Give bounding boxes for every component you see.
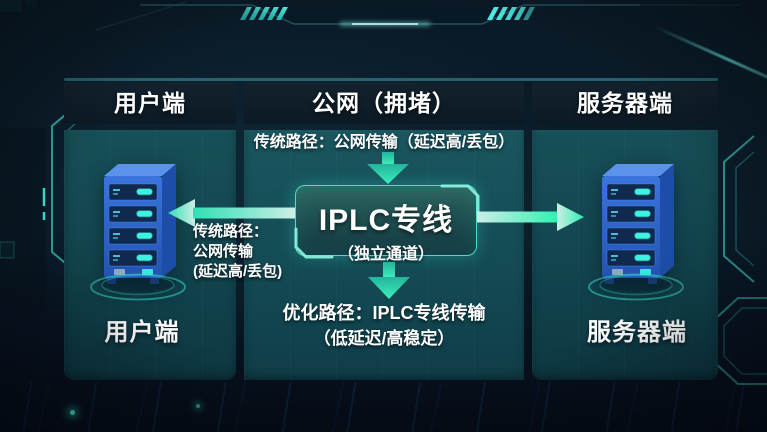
column-header-client: 用户端 (64, 82, 236, 124)
client-footer-label: 用户端 (104, 319, 180, 346)
remote-server-tower-icon (588, 163, 684, 301)
side-label-line3: (延迟高/丢包) (193, 263, 283, 280)
side-label-line2: 公网传输 (193, 243, 254, 260)
optimized-path-line2: （低延迟/高稳定） (313, 329, 455, 348)
optimized-path-line1: 优化路径：IPLC专线传输 (282, 303, 486, 323)
panel-top-edge (64, 78, 718, 81)
optimized-path-label: 优化路径：IPLC专线传输 （低延迟/高稳定） (244, 300, 524, 352)
column-header-public-network: 公网（拥堵） (244, 82, 524, 124)
client-server-tower-icon (90, 164, 186, 301)
main-panel: 用户端 公网（拥堵） 服务器端 (64, 78, 718, 380)
glow-dot (70, 410, 75, 415)
down-arrow-icon (367, 152, 409, 184)
column-header-server: 服务器端 (532, 82, 718, 124)
side-label-line1: 传统路径： (193, 223, 269, 240)
top-hud-decoration (95, 1, 740, 31)
server-footer-label: 服务器端 (587, 319, 687, 346)
traditional-path-banner: 传统路径：公网传输（延迟高/丢包） (253, 134, 515, 151)
down-arrow-icon (368, 262, 410, 299)
traditional-path-side-label: 传统路径： 公网传输 (延迟高/丢包) (193, 222, 343, 282)
right-arrow-icon (477, 203, 584, 231)
glow-dot (196, 404, 200, 408)
background-light-streaks (0, 382, 767, 432)
